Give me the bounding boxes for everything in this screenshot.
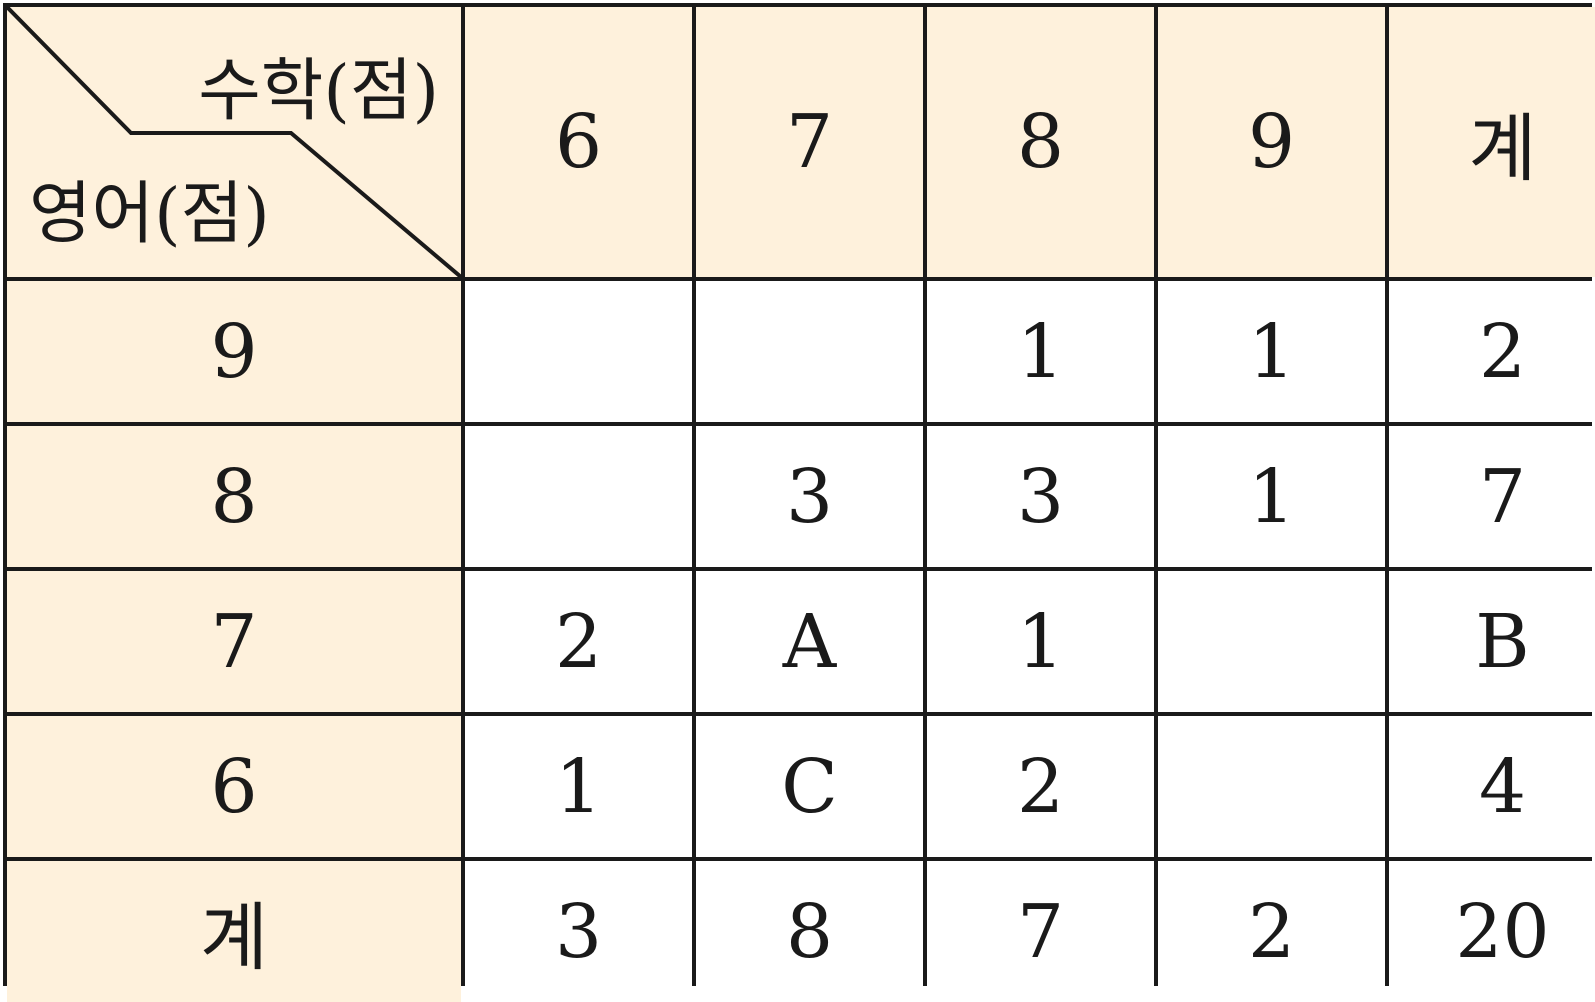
table-cell: 2 — [465, 571, 692, 712]
table-cell — [1158, 571, 1385, 712]
table-cell-total: 3 — [465, 861, 692, 1002]
table-cell-total: 8 — [696, 861, 923, 1002]
table-cell-total: 4 — [1389, 716, 1595, 857]
grand-total-cell: 20 — [1389, 861, 1595, 1002]
row-header: 8 — [7, 426, 461, 567]
diagonal-divider — [7, 7, 461, 277]
column-header: 8 — [927, 7, 1154, 277]
corner-header-cell: 수학(점) 영어(점) — [7, 7, 461, 277]
column-header-total: 계 — [1389, 7, 1595, 277]
row-header: 9 — [7, 281, 461, 422]
table-cell: 3 — [696, 426, 923, 567]
table-cell-total: 2 — [1389, 281, 1595, 422]
table-cell: 1 — [927, 281, 1154, 422]
column-header: 7 — [696, 7, 923, 277]
table-cell-unknown-c: C — [696, 716, 923, 857]
table-cell: 1 — [1158, 281, 1385, 422]
table-cell — [465, 426, 692, 567]
table-cell-unknown-a: A — [696, 571, 923, 712]
correlation-table: 수학(점) 영어(점) 6 7 8 9 계 9 1 1 2 8 3 3 1 7 … — [3, 3, 1595, 1002]
table-cell-total: 7 — [1389, 426, 1595, 567]
table-cell: 1 — [465, 716, 692, 857]
table-cell: 3 — [927, 426, 1154, 567]
column-header: 9 — [1158, 7, 1385, 277]
table-cell: 1 — [1158, 426, 1385, 567]
row-header: 6 — [7, 716, 461, 857]
table-cell-unknown-b: B — [1389, 571, 1595, 712]
table-cell-total: 2 — [1158, 861, 1385, 1002]
table-cell-total: 7 — [927, 861, 1154, 1002]
row-header: 7 — [7, 571, 461, 712]
table-cell — [1158, 716, 1385, 857]
column-header: 6 — [465, 7, 692, 277]
table-cell: 2 — [927, 716, 1154, 857]
table-cell — [696, 281, 923, 422]
row-axis-label: 영어(점) — [29, 175, 270, 254]
column-axis-label: 수학(점) — [198, 52, 439, 131]
table-cell — [465, 281, 692, 422]
row-header-total: 계 — [7, 861, 461, 1002]
table-cell: 1 — [927, 571, 1154, 712]
